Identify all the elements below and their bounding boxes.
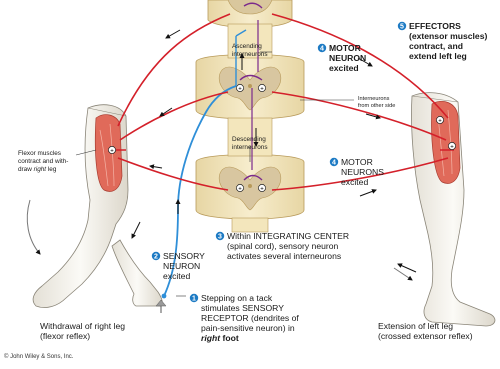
step-3-line-3: activates several interneurons bbox=[227, 251, 341, 261]
step-2-line-3: excited bbox=[163, 271, 190, 281]
step-number: 2 bbox=[154, 254, 158, 261]
flexor-muscles-label: Flexor muscles contract and with- draw r… bbox=[18, 150, 68, 173]
step-number: 5 bbox=[400, 24, 404, 31]
step-1-line-2: stimulates SENSORY bbox=[201, 303, 284, 313]
step-number: 4 bbox=[332, 160, 336, 167]
caption-withdrawal: Withdrawal of right leg (flexor reflex) bbox=[40, 321, 125, 341]
extension-motion-arrow bbox=[394, 268, 412, 280]
step-1-emphasis: right bbox=[201, 333, 221, 343]
flexor-muscle bbox=[95, 115, 122, 192]
svg-text:+: + bbox=[260, 187, 264, 193]
step-2-sensory-neuron: 2 SENSORY NEURON excited bbox=[152, 251, 205, 281]
ascending-label-line-2: interneurons bbox=[232, 51, 268, 58]
step-5-line-4: extend left leg bbox=[409, 51, 467, 61]
flexor-label-leg: leg bbox=[46, 166, 57, 173]
step-3-integrating-center: 3 Within INTEGRATING CENTER (spinal cord… bbox=[216, 231, 349, 261]
svg-text:+: + bbox=[238, 87, 242, 93]
withdrawal-motion-arrow bbox=[27, 200, 40, 254]
copyright-notice: © John Wiley & Sons, Inc. bbox=[4, 353, 74, 360]
step-4a-line-2: NEURON bbox=[329, 53, 366, 63]
svg-text:+: + bbox=[450, 145, 454, 151]
flexor-label-line-3: draw right leg bbox=[18, 166, 57, 173]
step-4a-line-3: excited bbox=[329, 63, 359, 73]
step-1-sensory-receptor: 1 Stepping on a tack stimulates SENSORY … bbox=[190, 293, 300, 343]
step-number: 4 bbox=[320, 46, 324, 53]
step-3-line-2: (spinal cord), sensory neuron bbox=[227, 241, 339, 251]
flexor-label-right: right bbox=[34, 166, 47, 173]
step-5-line-1: EFFECTORS bbox=[409, 21, 461, 31]
step-4a-line-1: MOTOR bbox=[329, 43, 362, 53]
step-2-line-2: NEURON bbox=[163, 261, 200, 271]
step-1-tail: foot bbox=[220, 333, 239, 343]
step-4b-line-2: NEURONS bbox=[341, 167, 384, 177]
other-side-label-line-1: Interneurons bbox=[358, 96, 390, 102]
other-side-label-line-2: from other side bbox=[358, 103, 395, 109]
svg-text:+: + bbox=[438, 119, 442, 125]
descending-label-line-1: Descending bbox=[232, 136, 266, 143]
step-number: 1 bbox=[192, 296, 196, 303]
spinal-cord-middle-segment bbox=[196, 55, 304, 120]
step-4b-line-1: MOTOR bbox=[341, 157, 373, 167]
caption-right-line-1: Extension of left leg bbox=[378, 321, 453, 331]
step-1-line-1: Stepping on a tack bbox=[201, 293, 273, 303]
step-2-line-1: SENSORY bbox=[163, 251, 205, 261]
svg-text:+: + bbox=[260, 87, 264, 93]
step-5-line-3: contract, and bbox=[409, 41, 463, 51]
step-number: 3 bbox=[218, 234, 222, 241]
svg-text:+: + bbox=[238, 187, 242, 193]
descending-interneurons-label: Descending interneurons bbox=[232, 136, 268, 151]
step-4-motor-neuron-upper: 4 MOTOR NEURON excited bbox=[318, 43, 366, 73]
step-4b-line-3: excited bbox=[341, 177, 368, 187]
caption-left-line-2: (flexor reflex) bbox=[40, 331, 90, 341]
ascending-label-line-1: Ascending bbox=[232, 43, 262, 50]
step-5-effectors: 5 EFFECTORS (extensor muscles) contract,… bbox=[398, 21, 488, 61]
caption-right-line-2: (crossed extensor reflex) bbox=[378, 331, 473, 341]
flexor-label-line-2: contract and with- bbox=[18, 158, 68, 165]
step-1-line-4: pain-sensitive neuron) in bbox=[201, 323, 295, 333]
flexor-label-draw: draw bbox=[18, 166, 34, 173]
step-1-line-3: RECEPTOR (dendrites of bbox=[201, 313, 299, 323]
flexor-label-line-1: Flexor muscles bbox=[18, 150, 61, 157]
step-3-line-1: Within INTEGRATING CENTER bbox=[227, 231, 349, 241]
caption-left-line-1: Withdrawal of right leg bbox=[40, 321, 125, 331]
step-1-line-5: right foot bbox=[201, 333, 239, 343]
svg-text:+: + bbox=[110, 149, 114, 155]
interneurons-other-side-label: Interneurons from other side bbox=[358, 96, 395, 109]
step-5-line-2: (extensor muscles) bbox=[409, 31, 487, 41]
descending-label-line-2: interneurons bbox=[232, 144, 268, 151]
